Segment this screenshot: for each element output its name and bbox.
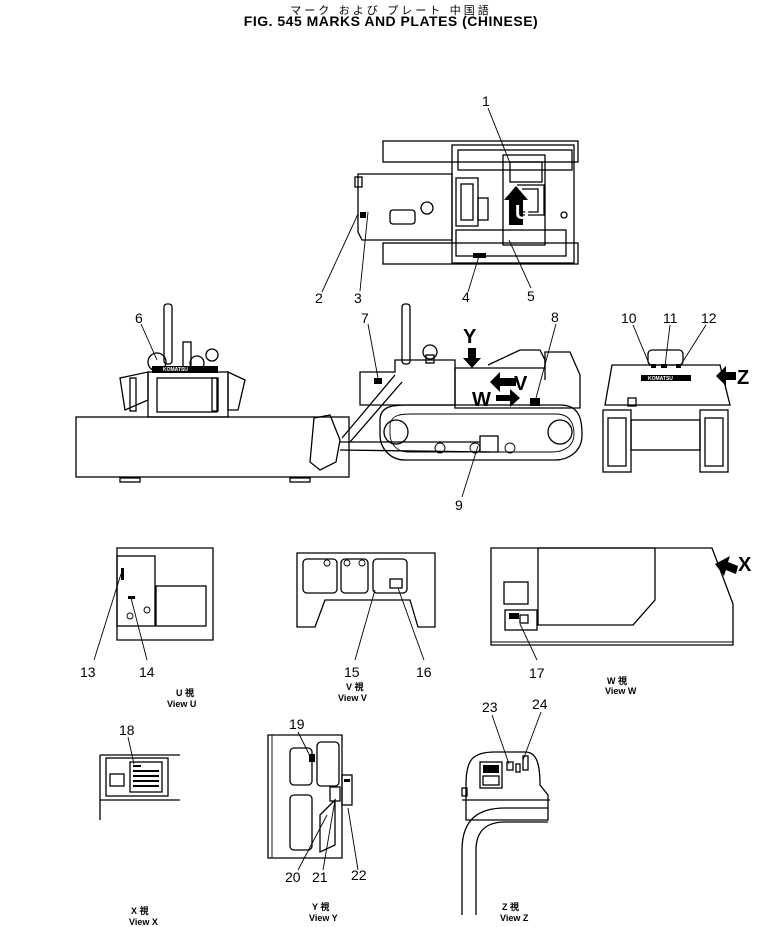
callout-10: 10: [621, 310, 637, 326]
rear-brand-mark: KOMATSU: [648, 376, 673, 382]
view-v: [296, 552, 436, 661]
callout-numbers: 1 2 3 4 5 6 7 8 9 10 11 12 13 14 15 16 1…: [80, 93, 717, 885]
view-y: [267, 731, 359, 871]
callout-9: 9: [455, 497, 463, 513]
callout-7: 7: [361, 310, 369, 326]
arrow-label-y: Y: [463, 326, 477, 348]
view-z-kanji: Z 視: [502, 901, 519, 912]
view-u-label: View U: [167, 699, 196, 709]
arrow-label-x: X: [738, 554, 752, 576]
callout-15: 15: [344, 664, 360, 680]
side-view: Y V W: [309, 303, 583, 498]
callout-5: 5: [527, 288, 535, 304]
arrow-label-z: Z: [737, 367, 749, 389]
callout-1: 1: [482, 93, 490, 109]
callout-22: 22: [351, 867, 367, 883]
view-v-label: View V: [338, 693, 367, 703]
view-v-kanji: V 視: [346, 681, 364, 692]
callout-14: 14: [139, 664, 155, 680]
callout-20: 20: [285, 869, 301, 885]
view-x-kanji: X 視: [131, 905, 149, 916]
callout-13: 13: [80, 664, 96, 680]
view-captions: U 視 View U V 視 View V W 視 View W X 視 Vie…: [129, 675, 637, 927]
view-w-kanji: W 視: [607, 675, 627, 686]
callout-21: 21: [312, 869, 328, 885]
figure-title: FIG. 545 MARKS AND PLATES (CHINESE): [243, 13, 539, 29]
callout-16: 16: [416, 664, 432, 680]
callout-19: 19: [289, 716, 305, 732]
view-x: [99, 736, 180, 820]
arrow-label-u: U: [515, 202, 529, 224]
view-y-label: View Y: [309, 913, 338, 923]
view-u-kanji: U 視: [176, 687, 194, 698]
callout-4: 4: [462, 289, 470, 305]
rear-view: KOMATSU Z: [602, 324, 749, 473]
view-w: X: [490, 547, 752, 661]
view-u: [93, 547, 214, 661]
callout-23: 23: [482, 699, 498, 715]
arrow-label-v: V: [514, 373, 528, 395]
front-brand-mark: KOMATSU: [163, 367, 188, 373]
top-plan-view: U: [321, 107, 579, 293]
callout-6: 6: [135, 310, 143, 326]
callout-24: 24: [532, 696, 548, 712]
view-x-label: View X: [129, 917, 158, 927]
callout-11: 11: [663, 310, 678, 326]
front-view: KOMATSU: [75, 303, 350, 483]
callout-17: 17: [529, 665, 545, 681]
view-w-label: View W: [605, 686, 637, 696]
callout-12: 12: [701, 310, 717, 326]
view-z: [461, 711, 550, 915]
callout-3: 3: [354, 290, 362, 306]
callout-2: 2: [315, 290, 323, 306]
callout-8: 8: [551, 309, 559, 325]
header-japanese: マーク および プレート 中国語: [290, 4, 492, 17]
callout-18: 18: [119, 722, 135, 738]
view-z-label: View Z: [500, 913, 529, 923]
arrow-label-w: W: [472, 389, 491, 411]
view-y-kanji: Y 視: [312, 901, 329, 912]
